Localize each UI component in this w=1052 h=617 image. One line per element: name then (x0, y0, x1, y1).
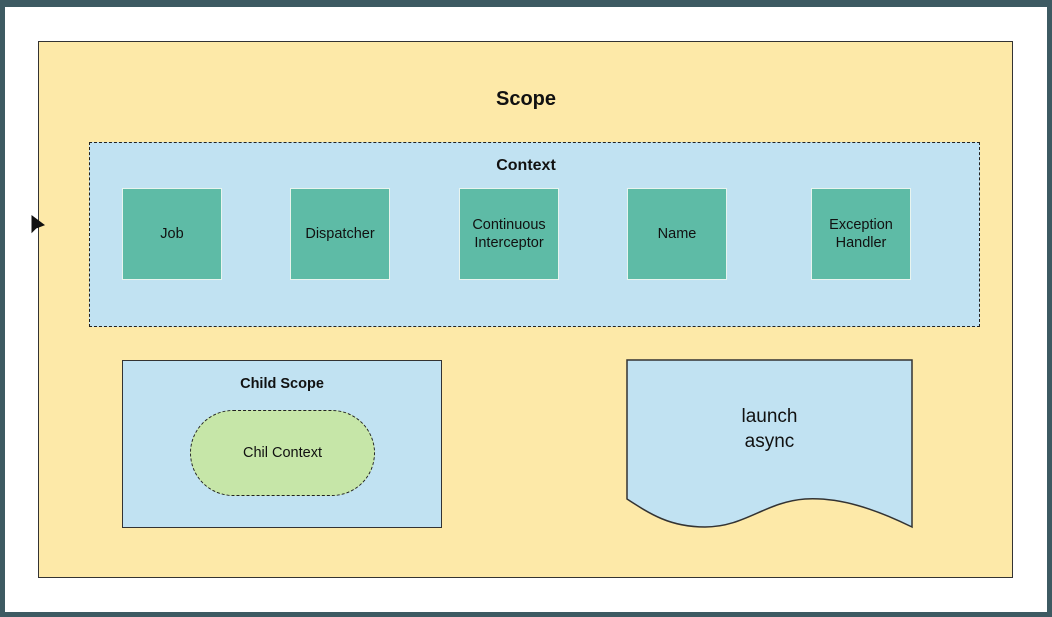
context-item-label: Dispatcher (305, 226, 375, 242)
chil-context-label: Chil Context (243, 445, 322, 461)
context-item-label: Name (657, 226, 697, 242)
mouse-pointer-icon (31, 215, 46, 234)
scope-title: Scope (495, 88, 557, 110)
child-scope-title: Child Scope (240, 376, 324, 392)
context-item-exception-handler: Exception Handler (811, 188, 911, 280)
context-item-dispatcher: Dispatcher (290, 188, 390, 280)
document-text: launch async (627, 404, 912, 454)
context-item-label: Exception Handler (829, 217, 893, 251)
context-item-label: Job (160, 226, 184, 242)
context-item-name: Name (627, 188, 727, 280)
chil-context-ellipse: Chil Context (190, 410, 375, 496)
document-shape (626, 359, 913, 529)
context-item-continuous-interceptor: Continuous Interceptor (459, 188, 559, 280)
document-line-launch: launch (741, 406, 798, 427)
context-item-label: Continuous Interceptor (472, 217, 546, 251)
document-line-async: async (744, 431, 795, 452)
context-title: Context (496, 157, 556, 174)
context-item-job: Job (122, 188, 222, 280)
